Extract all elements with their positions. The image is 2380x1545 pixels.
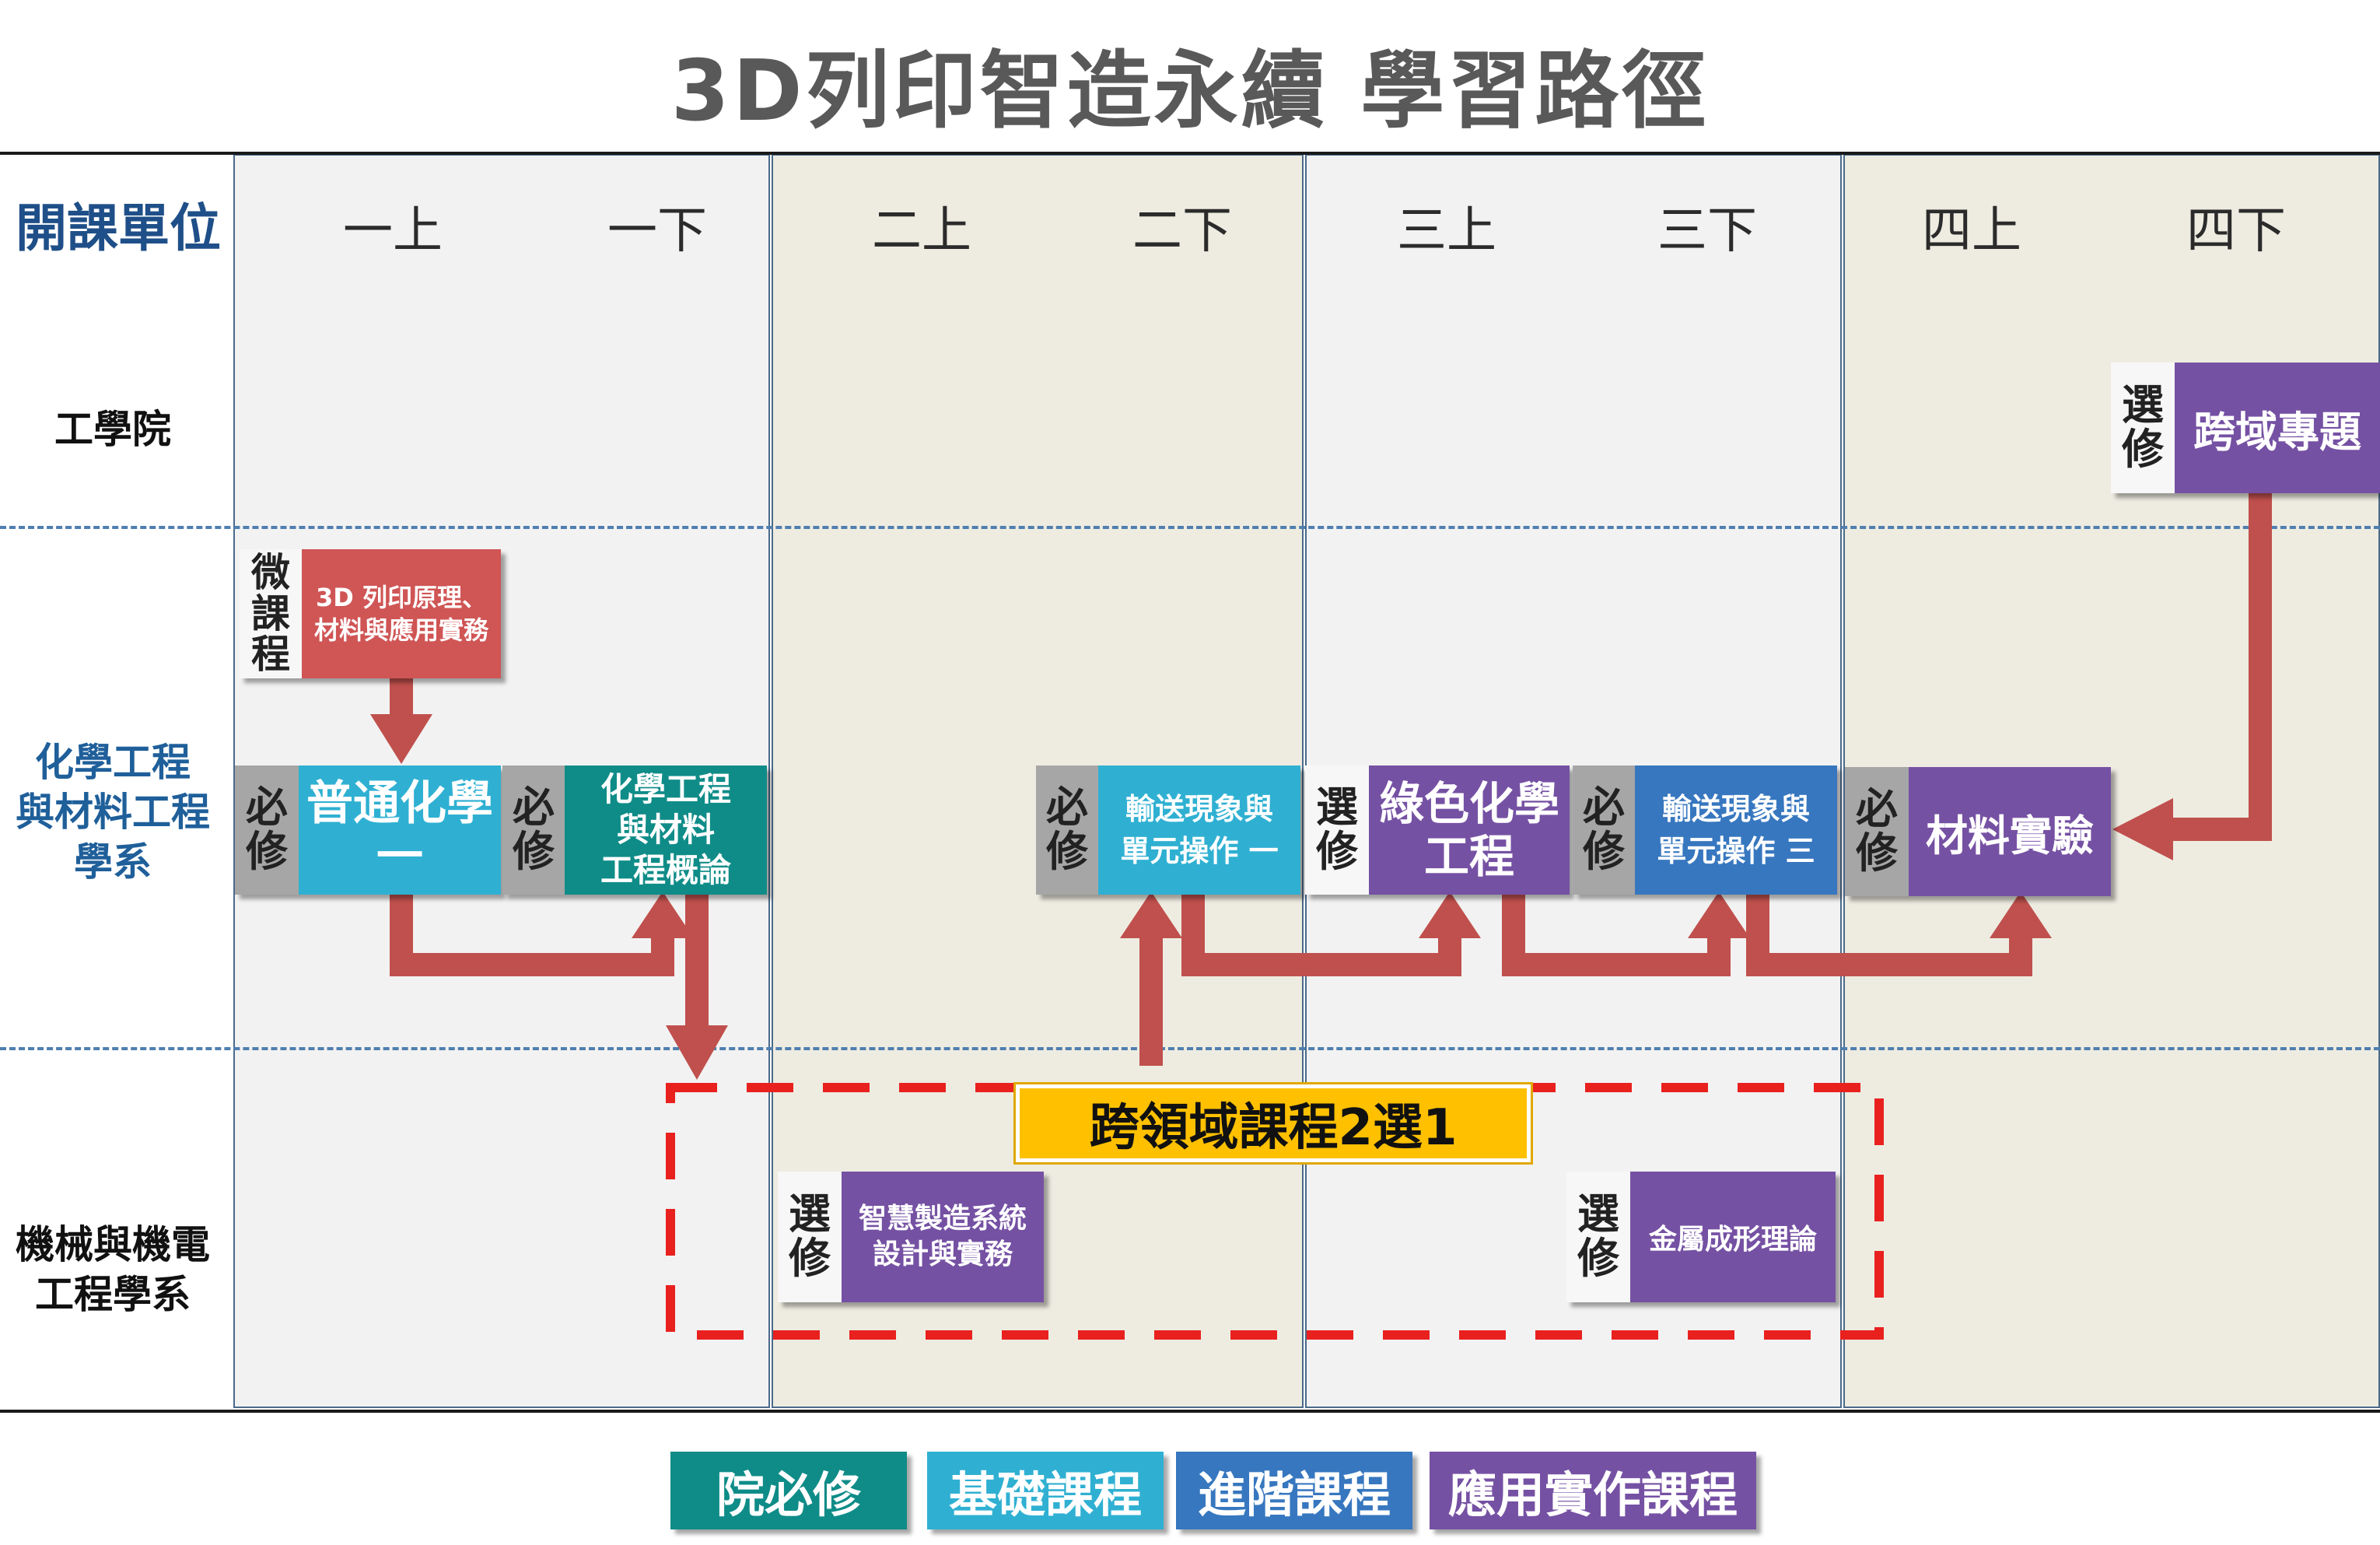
course-transport-3[interactable]: 必修 輸送現象與 單元操作 三: [1573, 765, 1837, 895]
arrowhead-intro-down: [666, 1025, 728, 1080]
required-tag: 必修: [1573, 765, 1635, 895]
course-name: 金屬成形理論: [1630, 1172, 1836, 1302]
course-name: 跨域專題: [2175, 363, 2380, 493]
bottom-rule: [0, 1410, 2380, 1413]
arrow-transport-3-to-lab: [1746, 895, 2032, 976]
course-general-chem[interactable]: 必修 普通化學 一: [235, 765, 501, 895]
legend-college-required: 院必修: [670, 1452, 907, 1529]
arrow-transport-1-to-green: [1181, 895, 1461, 976]
top-rule: [0, 152, 2380, 155]
required-tag: 必修: [1036, 765, 1098, 895]
arrowhead-intro: [632, 892, 694, 938]
arrowhead-general-chem: [370, 714, 432, 764]
term-3-1: 三上: [1397, 202, 1496, 260]
row-separator-2: [0, 1047, 2380, 1050]
arrowhead-lab: [1990, 892, 2052, 938]
course-name: 化學工程 與材料 工程概論: [565, 765, 767, 895]
unit-chem: 化學工程 與材料工程 學系: [16, 740, 210, 885]
course-name: 材料實驗: [1909, 767, 2111, 896]
course-intro-chem-eng[interactable]: 必修 化學工程 與材料 工程概論: [502, 765, 767, 895]
course-transport-1[interactable]: 必修 輸送現象與 單元操作 一: [1036, 765, 1300, 895]
course-materials-lab[interactable]: 必修 材料實驗: [1845, 767, 2111, 896]
arrowhead-green: [1419, 892, 1481, 938]
legend-applied: 應用實作課程: [1430, 1452, 1756, 1529]
arrow-general-chem-to-intro: [390, 895, 674, 976]
term-1-2: 一下: [607, 202, 707, 260]
arrowhead-lab-left: [2112, 798, 2173, 860]
course-name: 輸送現象與 單元操作 一: [1098, 765, 1300, 895]
term-4-1: 四上: [1922, 202, 2021, 260]
arrow-green-to-transport-3: [1502, 895, 1731, 976]
cross-domain-dashed-box: [666, 1083, 1884, 1340]
legend-advanced: 進階課程: [1176, 1452, 1412, 1529]
term-4-2: 四下: [2186, 202, 2286, 260]
course-name: 綠色化學 工程: [1369, 765, 1570, 895]
required-tag: 必修: [235, 765, 299, 895]
course-name: 智慧製造系統 設計與實務: [842, 1172, 1044, 1302]
course-cross-domain-project[interactable]: 選修 跨域專題: [2111, 363, 2380, 493]
page-title: 3D列印智造永續 學習路徑: [670, 43, 1710, 140]
micro-course-tag: 微課程: [240, 549, 302, 678]
term-3-2: 三下: [1657, 202, 1757, 260]
required-tag: 必修: [1845, 767, 1909, 896]
course-3d-printing[interactable]: 微課程 3D 列印原理、 材料與應用實務: [240, 549, 501, 678]
unit-college: 工學院: [54, 407, 171, 452]
legend-basic: 基礎課程: [927, 1452, 1164, 1529]
course-name: 3D 列印原理、 材料與應用實務: [302, 549, 501, 678]
term-2-2: 二下: [1132, 202, 1232, 260]
elective-tag: 選修: [2111, 363, 2175, 493]
cross-domain-label: 跨領域課程2選1: [1013, 1082, 1533, 1165]
arrowhead-transport-1: [1120, 892, 1182, 938]
term-1-1: 一上: [343, 202, 443, 260]
term-2-1: 二上: [872, 202, 971, 260]
elective-tag: 選修: [778, 1172, 842, 1302]
course-name: 輸送現象與 單元操作 三: [1635, 765, 1837, 895]
course-green-chem[interactable]: 選修 綠色化學 工程: [1305, 765, 1570, 895]
course-smart-mfg[interactable]: 選修 智慧製造系統 設計與實務: [778, 1172, 1044, 1302]
required-tag: 必修: [502, 765, 565, 895]
elective-tag: 選修: [1566, 1172, 1630, 1302]
course-name: 普通化學 一: [299, 765, 501, 895]
row-separator-1: [0, 526, 2380, 529]
unit-header: 開課單位: [16, 198, 221, 258]
unit-mech: 機械與機電 工程學系: [16, 1222, 210, 1317]
arrow-project-to-lab: [2170, 492, 2272, 841]
arrowhead-transport-3: [1688, 892, 1750, 938]
elective-tag: 選修: [1305, 765, 1369, 895]
course-metal-forming[interactable]: 選修 金屬成形理論: [1566, 1172, 1836, 1302]
